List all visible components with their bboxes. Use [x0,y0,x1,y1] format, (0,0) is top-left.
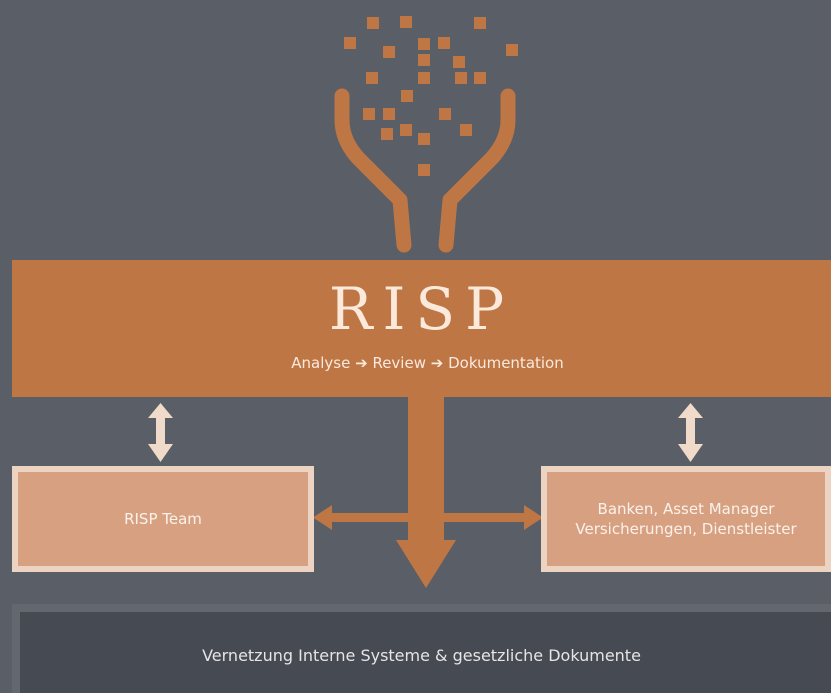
systems-label: Vernetzung Interne Systeme & gesetzliche… [202,646,641,665]
node-label: RISP Team [124,509,202,528]
down-arrow-icon [313,390,543,588]
diagram-title: RISP [328,275,515,343]
double-arrow-icon [678,403,703,462]
node-label-line-2: Versicherungen, Dienstleister [575,520,797,538]
process-step-review: Review [372,354,426,372]
double-arrow-icon [148,403,173,462]
risp-team-node: RISP Team [12,466,314,572]
arrow-right-icon: ➔ [355,354,368,372]
process-steps: Analyse ➔ Review ➔ Dokumentation [0,356,831,371]
systems-panel [12,604,831,693]
process-step-dokumentation: Dokumentation [448,354,564,372]
node-label-line-1: Banken, Asset Manager [597,499,775,518]
partners-node: Banken, Asset Manager Versicherungen, Di… [541,466,831,572]
risp-banner [12,260,831,397]
data-funnel-icon [334,16,518,253]
process-step-analyse: Analyse [291,354,351,372]
arrow-right-icon: ➔ [430,354,444,372]
